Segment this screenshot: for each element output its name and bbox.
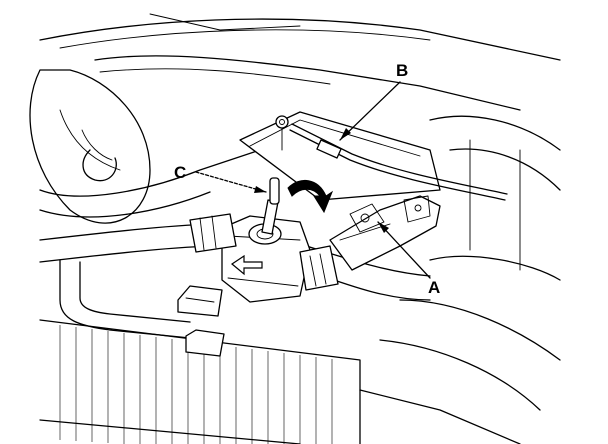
callout-b: B xyxy=(396,61,408,80)
leader-lines xyxy=(195,81,431,279)
mounting-bracket xyxy=(329,195,441,271)
callout-c: C xyxy=(174,163,186,182)
engine-bay-outline xyxy=(29,13,561,444)
callout-a: A xyxy=(428,278,440,297)
left-arrow-icon xyxy=(230,254,263,276)
actuator-assembly xyxy=(177,177,339,357)
curved-arrow-icon xyxy=(287,180,334,214)
throttle-cable xyxy=(275,115,508,201)
